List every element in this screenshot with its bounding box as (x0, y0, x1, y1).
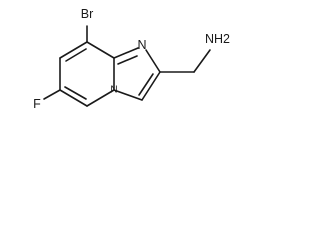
molecule-structure-diagram: Br F N N NH2 (33, 7, 230, 111)
bond-c7-c8 (59, 41, 88, 59)
bond-c5-c6 (59, 89, 88, 107)
bond-c6-f (43, 89, 61, 100)
bond-n1-c2 (145, 49, 161, 73)
bond-c8-c8a (86, 41, 115, 59)
bond-n4-c5 (86, 89, 115, 107)
bond-c8a-n1-inner (117, 55, 138, 65)
bond-c2-c3 (141, 71, 161, 101)
bond-c7-c8-inner (65, 48, 87, 62)
bond-c3-n4 (113, 89, 143, 101)
bond-c2-c3-inner (138, 73, 154, 96)
bond-c5-c6-inner (64, 86, 87, 100)
bridgehead-nitrogen-label: N (110, 85, 117, 96)
imidazole-nitrogen-label: N (137, 38, 146, 52)
fluorine-atom-label: F (33, 97, 41, 111)
amine-group-label: NH2 (205, 32, 230, 46)
bond-ch2-n (193, 49, 211, 73)
bromine-atom-label: Br (81, 7, 94, 21)
bond-c8a-n1 (113, 47, 139, 59)
